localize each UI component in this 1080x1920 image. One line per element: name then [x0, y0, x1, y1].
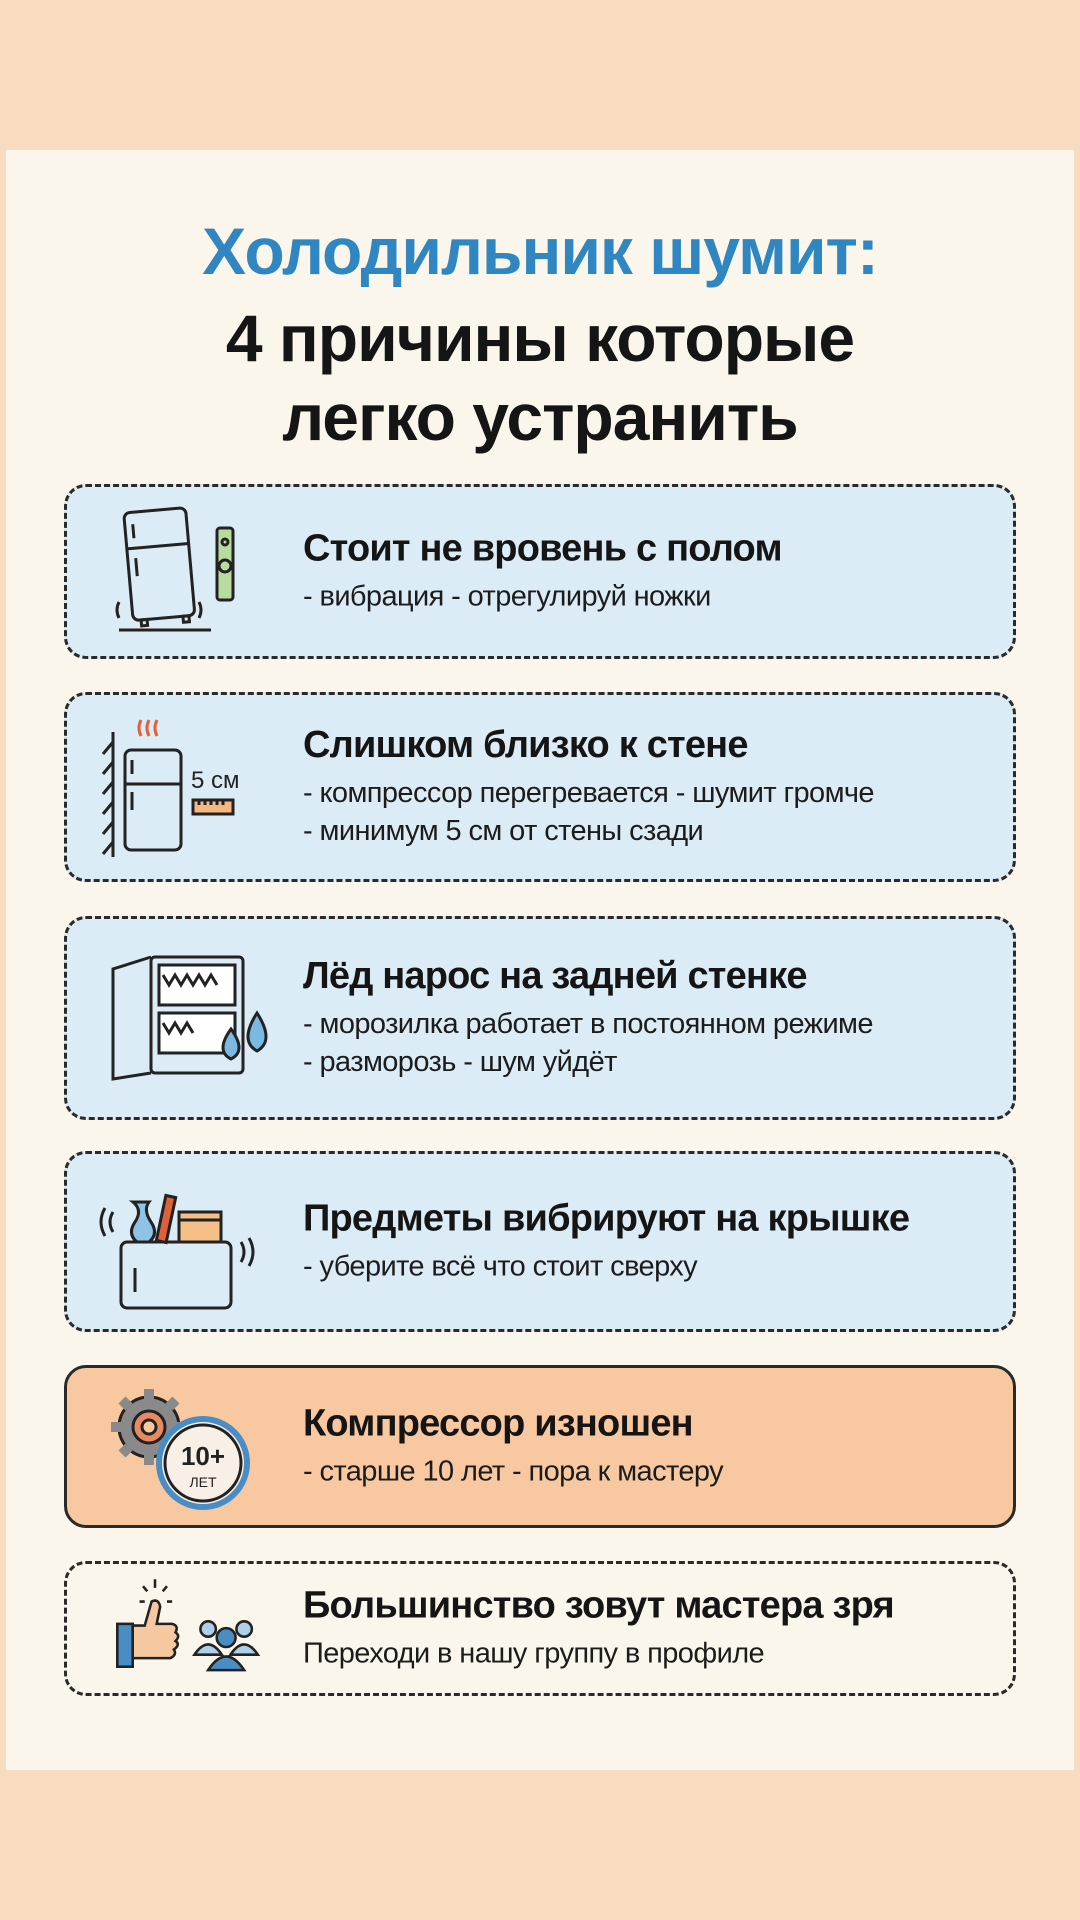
card-call-to-action[interactable]: Большинство зовут мастера зря Переходи в…	[64, 1561, 1016, 1696]
card-line: - морозилка работает в постоянном режиме	[303, 1007, 874, 1040]
title-line-2: 4 причины которые	[225, 301, 855, 375]
card-heading: Лёд нарос на задней стенке	[303, 954, 807, 997]
card-line: - уберите всё что стоит сверху	[303, 1250, 698, 1283]
fridge-wall-ruler-icon: 5 см	[101, 719, 240, 857]
items-on-fridge-icon	[99, 1193, 255, 1309]
tilted-fridge-level-icon	[115, 506, 235, 631]
card-heading: Большинство зовут мастера зря	[303, 1584, 895, 1627]
card-heading: Предметы вибрируют на крышке	[303, 1197, 910, 1240]
card-heading: Слишком близко к стене	[303, 723, 748, 766]
group-link[interactable]: Переходи в нашу группу в профиле	[303, 1637, 765, 1670]
gear-clock-icon: 10+ ЛЕТ	[111, 1388, 250, 1510]
card-line: - старше 10 лет - пора к мастеру	[303, 1455, 724, 1488]
card-heading: Стоит не вровень с полом	[303, 527, 783, 570]
card-close-to-wall: 5 см Слишком близко к стене - компрессор…	[64, 692, 1016, 882]
years-label: 10+	[181, 1441, 225, 1471]
card-heading: Компрессор изношен	[303, 1402, 694, 1445]
card-line: - минимум 5 см от стены сзади	[303, 814, 704, 847]
title-line-1: Холодильник шумит:	[202, 214, 879, 288]
distance-label: 5 см	[191, 767, 240, 794]
card-line: - вибрация - отрегулируй ножки	[303, 580, 711, 613]
card-worn-compressor: 10+ ЛЕТ Компрессор изношен - старше 10 л…	[64, 1365, 1016, 1528]
frozen-fridge-drops-icon	[111, 955, 268, 1081]
years-sub-label: ЛЕТ	[189, 1474, 217, 1490]
card-line: - компрессор перегревается - шумит громч…	[303, 776, 875, 809]
card-items-on-top: Предметы вибрируют на крышке - уберите в…	[64, 1151, 1016, 1332]
card-uneven-floor: Стоит не вровень с полом - вибрация - от…	[64, 484, 1016, 659]
card-line: - разморозь - шум уйдёт	[303, 1045, 617, 1078]
card-ice-buildup: Лёд нарос на задней стенке - морозилка р…	[64, 916, 1016, 1120]
title-line-3: легко устранить	[282, 380, 799, 454]
thumbs-up-group-icon	[116, 1578, 261, 1671]
